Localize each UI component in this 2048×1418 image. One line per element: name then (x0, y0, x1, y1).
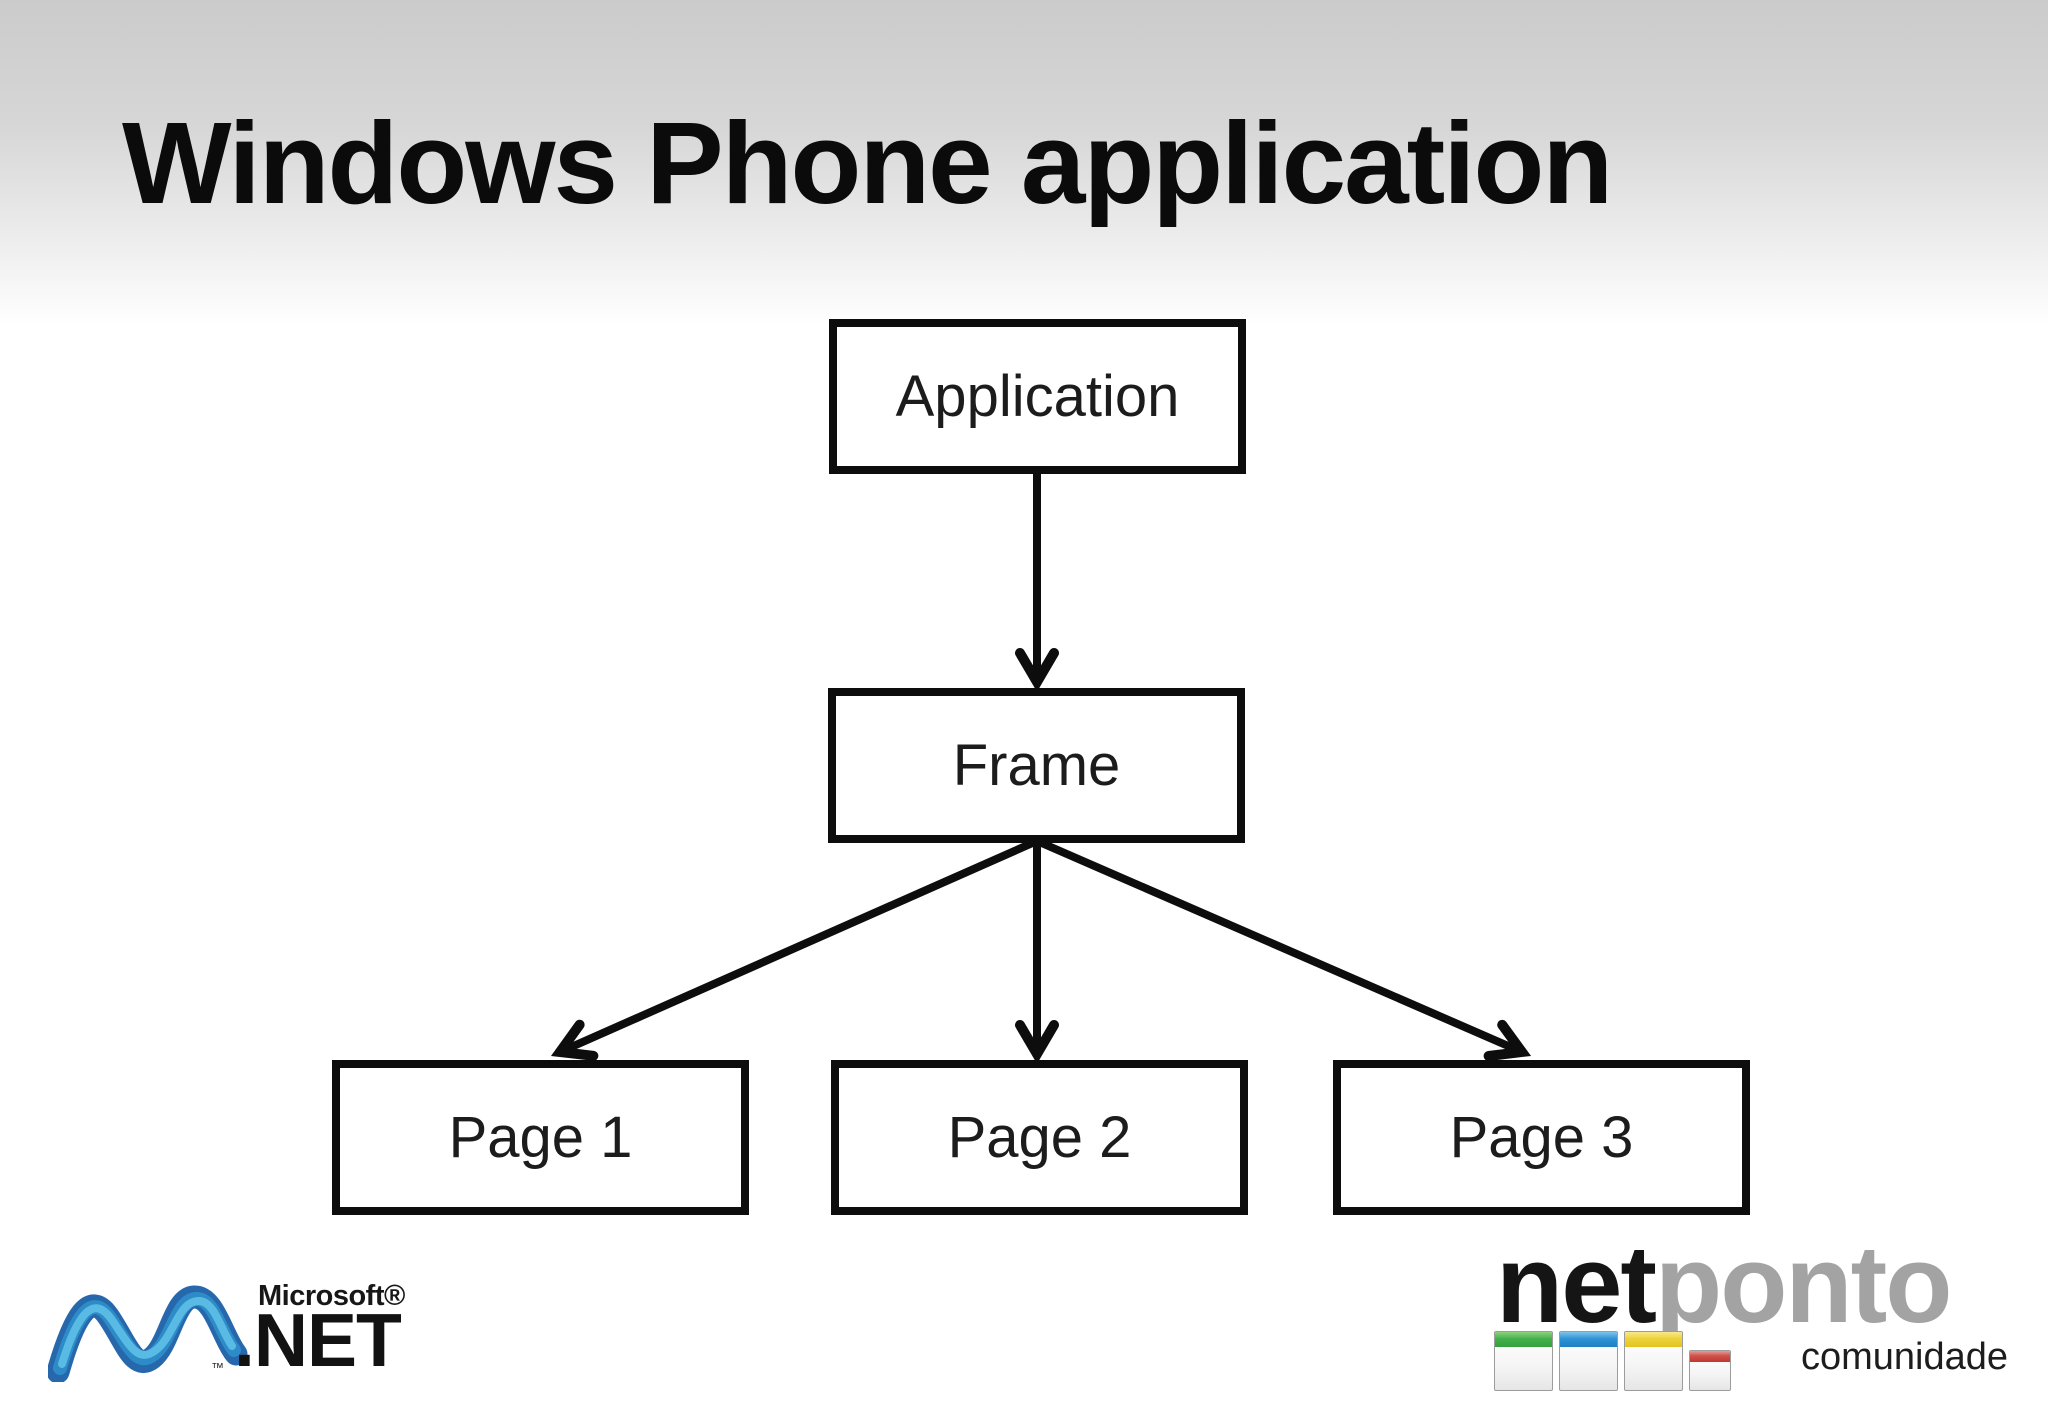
window-icon-green (1494, 1331, 1553, 1391)
netponto-wordmark: netponto (1496, 1230, 1952, 1340)
window-titlebar-green (1495, 1332, 1552, 1347)
node-page1: Page 1 (332, 1060, 749, 1215)
node-application: Application (829, 319, 1246, 474)
dotnet-swoosh-icon (48, 1285, 248, 1382)
window-titlebar-red (1690, 1351, 1730, 1362)
node-frame: Frame (828, 688, 1245, 843)
arrow-frame-to-page3 (1035, 837, 1532, 1062)
window-titlebar-yellow (1625, 1332, 1682, 1347)
dotnet-trademark-symbol: ™ (211, 1360, 224, 1375)
window-icon-red (1689, 1350, 1731, 1391)
window-icon-yellow (1624, 1331, 1683, 1391)
window-icon-blue (1559, 1331, 1618, 1391)
slide-title: Windows Phone application (122, 98, 1613, 228)
netponto-logo: netponto comunidade (1490, 1230, 2020, 1413)
node-page2: Page 2 (831, 1060, 1248, 1215)
netponto-windows-icons (1494, 1329, 1731, 1391)
window-titlebar-blue (1560, 1332, 1617, 1347)
arrow-frame-to-page1 (550, 837, 1039, 1061)
netponto-tagline: comunidade (1800, 1336, 2008, 1378)
node-page3: Page 3 (1333, 1060, 1750, 1215)
netponto-net-text: net (1496, 1223, 1657, 1346)
microsoft-wordmark: Microsoft® (258, 1280, 405, 1312)
microsoft-net-logo: ™ Microsoft® .NET (48, 1278, 448, 1398)
dotnet-wordmark: .NET (234, 1298, 402, 1382)
netponto-ponto-text: ponto (1655, 1223, 1952, 1346)
